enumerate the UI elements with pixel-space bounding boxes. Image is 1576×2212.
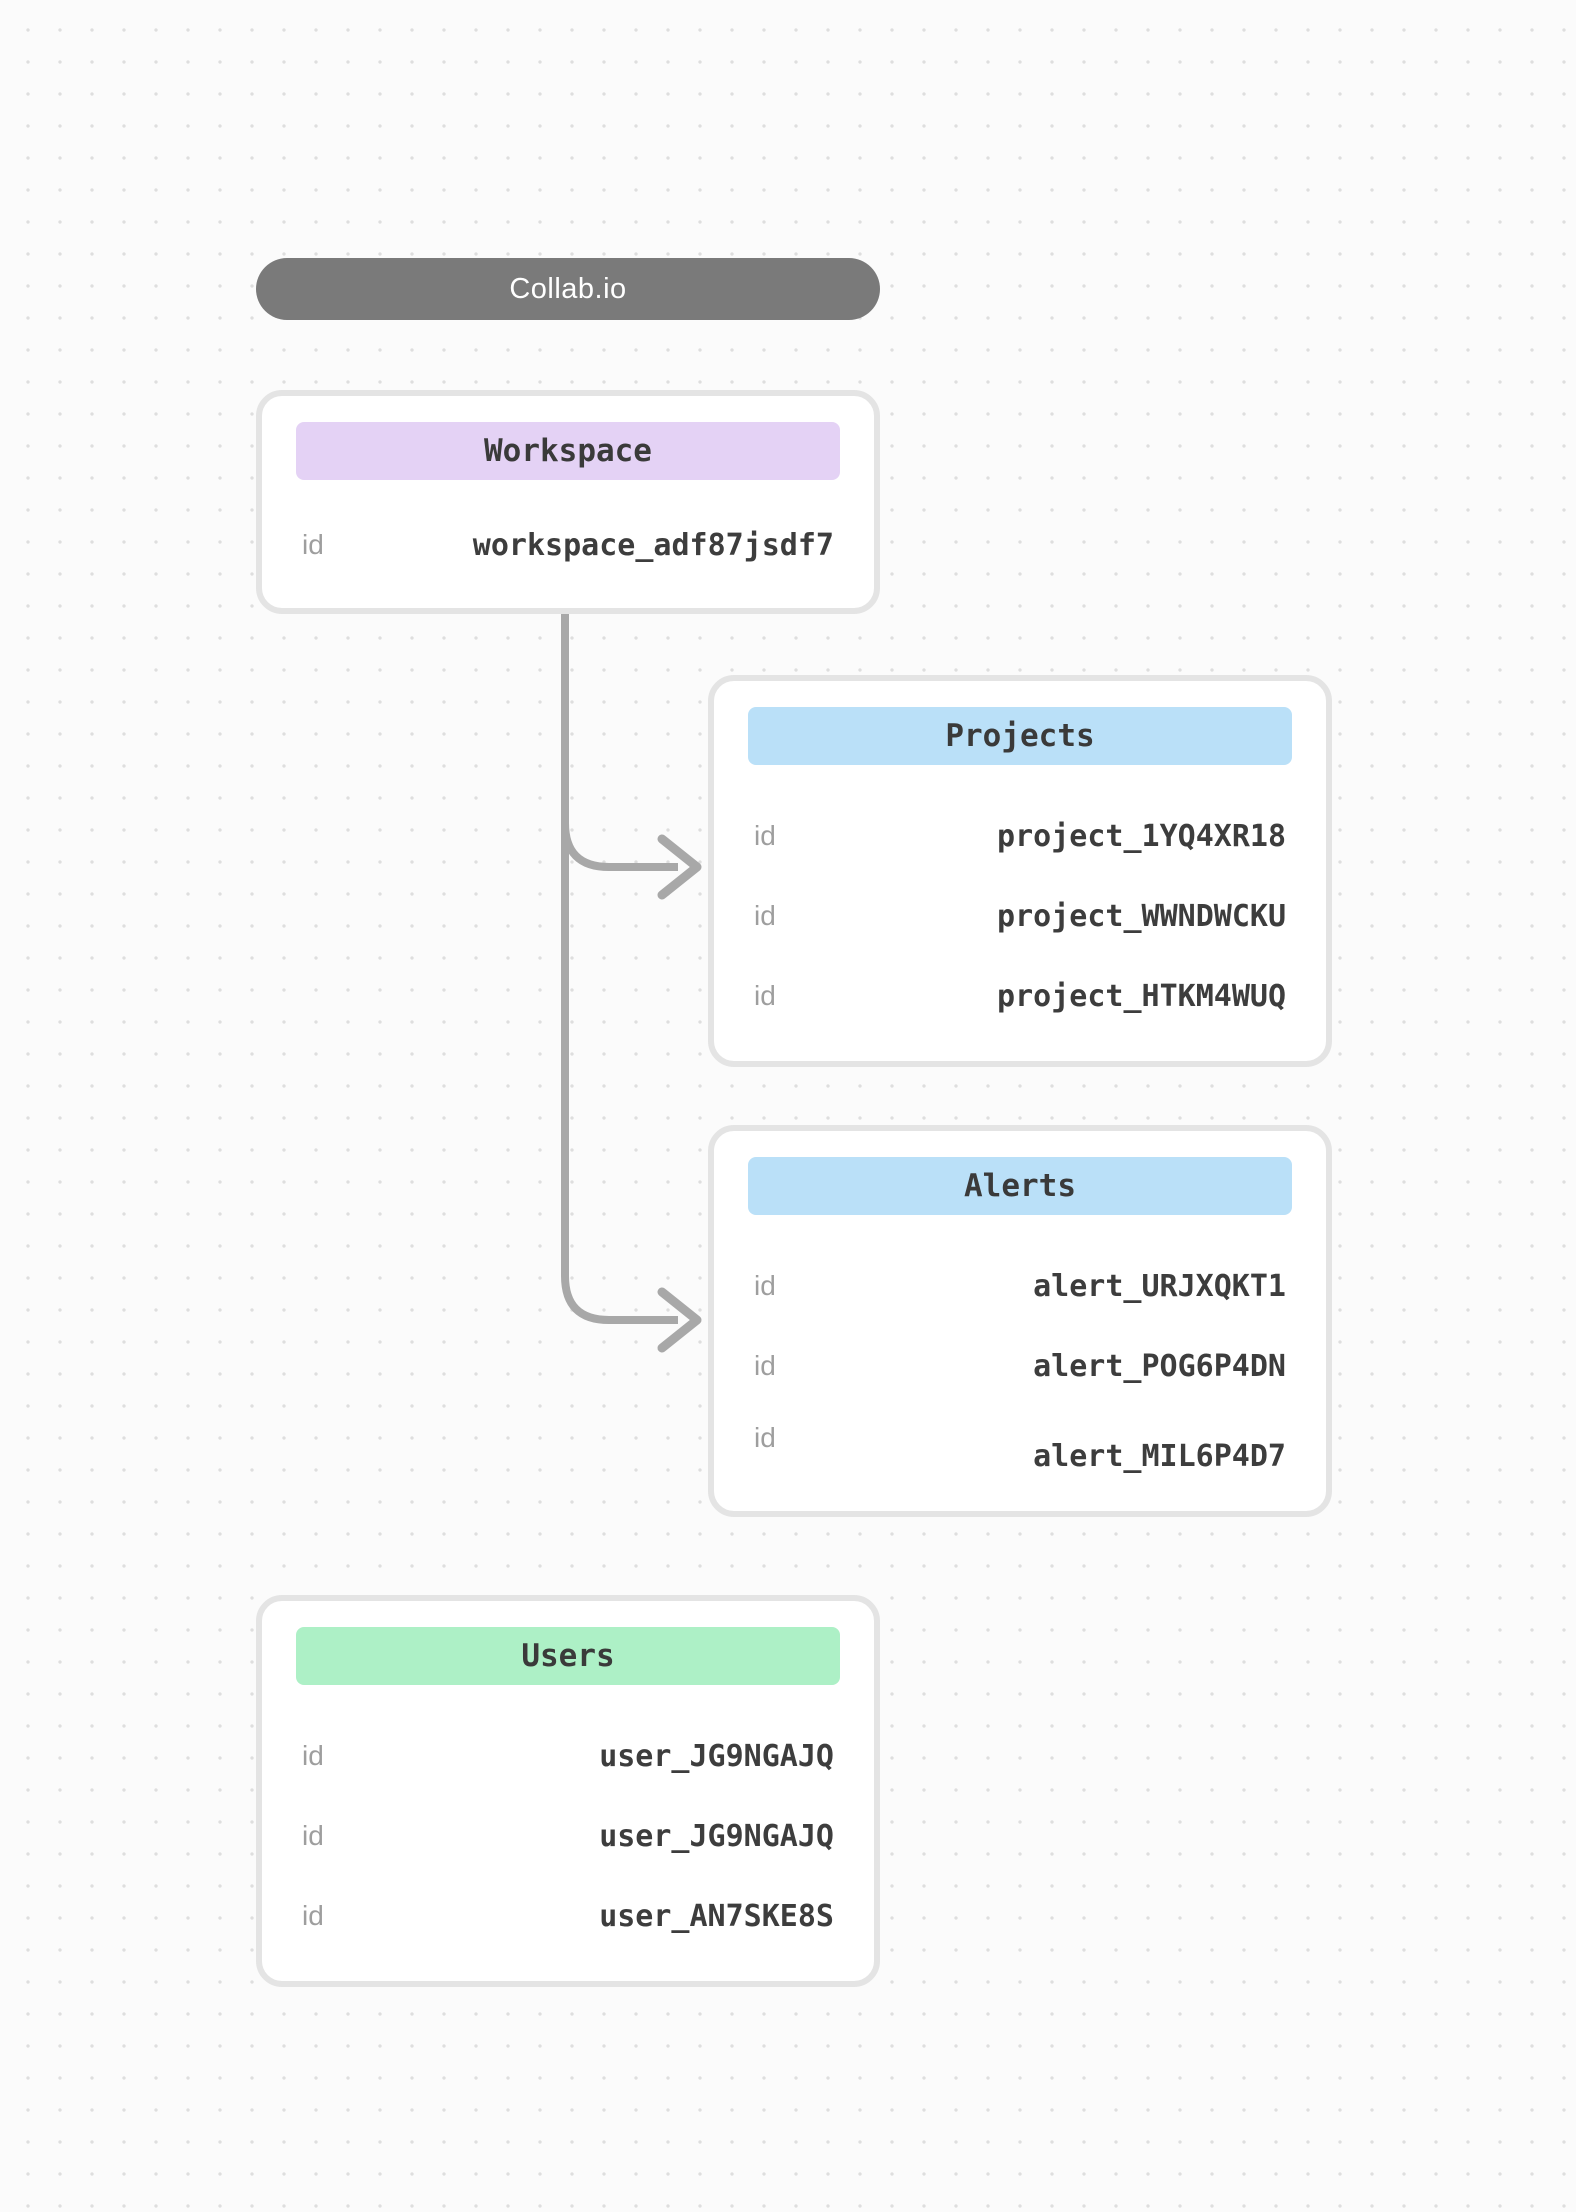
projects-rows: id project_1YQ4XR18 id project_WWNDWCKU … xyxy=(748,765,1292,1015)
users-card[interactable]: Users id user_JG9NGAJQ id user_JG9NGAJQ … xyxy=(256,1595,880,1987)
row-key: id xyxy=(754,900,776,931)
projects-card-header: Projects xyxy=(748,707,1292,765)
row-value: user_JG9NGAJQ xyxy=(599,1818,834,1854)
table-row: id alert_POG6P4DN xyxy=(754,1347,1286,1385)
row-value: project_HTKM4WUQ xyxy=(997,978,1286,1014)
table-row: id workspace_adf87jsdf7 xyxy=(302,526,834,564)
row-value: project_1YQ4XR18 xyxy=(997,818,1286,854)
row-value: alert_URJXQKT1 xyxy=(1033,1268,1286,1304)
table-row: id project_1YQ4XR18 xyxy=(754,817,1286,855)
users-card-header: Users xyxy=(296,1627,840,1685)
row-key: id xyxy=(302,1900,324,1931)
row-key: id xyxy=(754,1350,776,1381)
projects-card[interactable]: Projects id project_1YQ4XR18 id project_… xyxy=(708,675,1332,1067)
arrowhead-projects-icon xyxy=(657,834,702,900)
row-key: id xyxy=(302,529,324,560)
workspace-card[interactable]: Workspace id workspace_adf87jsdf7 xyxy=(256,390,880,614)
row-value: user_JG9NGAJQ xyxy=(599,1738,834,1774)
alerts-card[interactable]: Alerts id alert_URJXQKT1 id alert_POG6P4… xyxy=(708,1125,1332,1517)
row-value: project_WWNDWCKU xyxy=(997,898,1286,934)
users-rows: id user_JG9NGAJQ id user_JG9NGAJQ id use… xyxy=(296,1685,840,1935)
table-row: id alert_URJXQKT1 xyxy=(754,1267,1286,1305)
workspace-card-header: Workspace xyxy=(296,422,840,480)
app-title: Collab.io xyxy=(509,272,627,305)
connector-workspace-to-projects-line xyxy=(561,822,678,871)
connector-workspace-to-alerts-line xyxy=(561,610,678,1324)
row-key: id xyxy=(302,1820,324,1851)
alerts-card-header: Alerts xyxy=(748,1157,1292,1215)
table-row: id user_JG9NGAJQ xyxy=(302,1737,834,1775)
table-row: id project_HTKM4WUQ xyxy=(754,977,1286,1015)
row-key: id xyxy=(754,980,776,1011)
alerts-rows: id alert_URJXQKT1 id alert_POG6P4DN id a… xyxy=(748,1215,1292,1474)
row-key: id xyxy=(754,820,776,851)
app-title-pill[interactable]: Collab.io xyxy=(256,258,880,320)
row-value: alert_MIL6P4D7 xyxy=(1033,1438,1286,1474)
row-key: id xyxy=(302,1740,324,1771)
table-row: id user_AN7SKE8S xyxy=(302,1897,834,1935)
arrowhead-alerts-icon xyxy=(657,1287,702,1353)
workspace-rows: id workspace_adf87jsdf7 xyxy=(296,480,840,564)
row-value: user_AN7SKE8S xyxy=(599,1898,834,1934)
row-value: workspace_adf87jsdf7 xyxy=(472,527,834,563)
table-row: id project_WWNDWCKU xyxy=(754,897,1286,935)
table-row: id user_JG9NGAJQ xyxy=(302,1817,834,1855)
table-row: id alert_MIL6P4D7 xyxy=(754,1422,1286,1474)
row-key: id xyxy=(754,1422,776,1453)
row-value: alert_POG6P4DN xyxy=(1033,1348,1286,1384)
row-key: id xyxy=(754,1270,776,1301)
